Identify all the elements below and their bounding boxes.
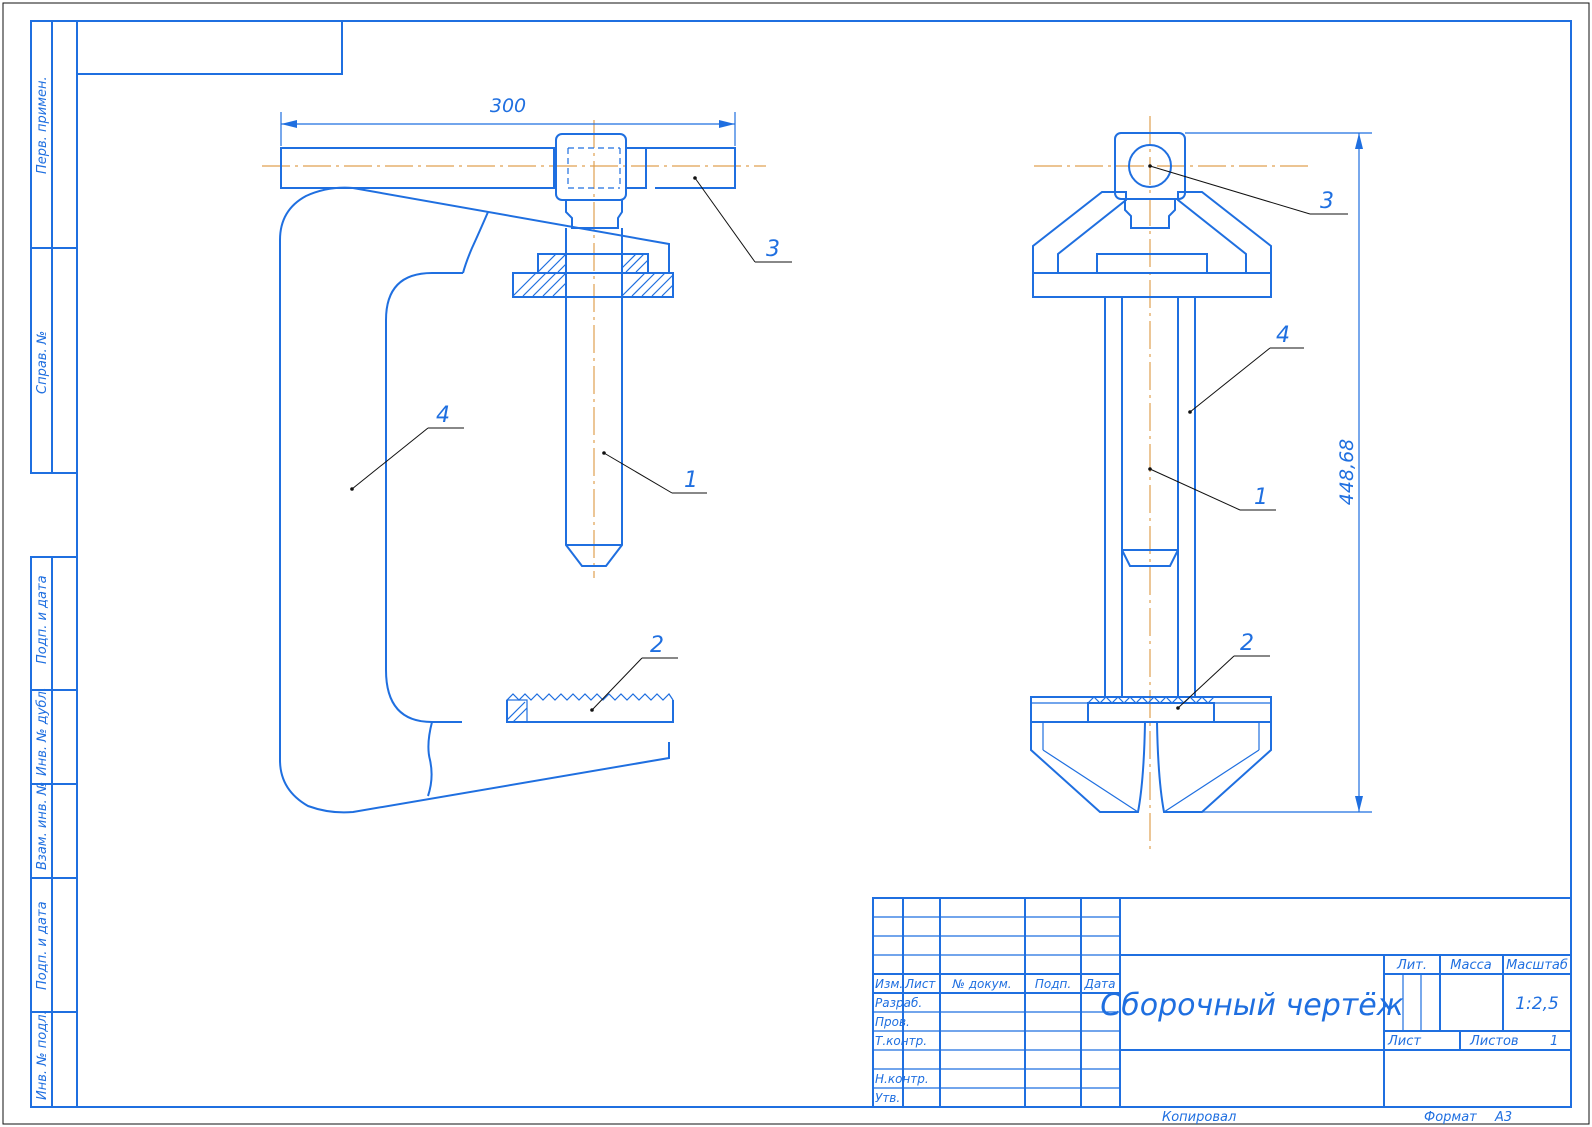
header-no-dokum: № докум. <box>951 977 1011 991</box>
front-screw-neck <box>1124 199 1176 229</box>
format-value: A3 <box>1494 1110 1512 1125</box>
screw-neck <box>565 200 623 229</box>
frame-break-bottom <box>427 721 433 797</box>
handle-rod-left <box>280 147 555 189</box>
lit-label: Лит. <box>1396 958 1427 973</box>
front-top-plate <box>1032 272 1272 298</box>
nut-hatching <box>512 253 674 297</box>
front-callout-2: 2 <box>1176 631 1270 710</box>
svg-text:4: 4 <box>1276 323 1290 348</box>
role-nkontr: Н.контр. <box>875 1072 929 1086</box>
front-view: 448,68 3 4 1 2 <box>1030 116 1372 854</box>
sheets-count: 1 <box>1550 1034 1558 1049</box>
anvil-teeth <box>506 693 674 701</box>
dimension-448-label: 448,68 <box>1336 439 1358 505</box>
front-top-rib-right <box>1177 191 1272 273</box>
front-screw-tip <box>1121 549 1179 567</box>
svg-text:3: 3 <box>766 237 780 262</box>
header-list: Лист <box>904 977 936 991</box>
side-callout-3: 3 <box>693 176 792 263</box>
frame-break-top <box>462 211 489 274</box>
header-podp: Подп. <box>1035 977 1071 991</box>
svg-text:2: 2 <box>1240 631 1254 656</box>
nut-plate <box>512 272 674 298</box>
front-callout-1: 1 <box>1148 467 1276 511</box>
podp-i-data-label-1: Подп. и дата <box>35 575 50 664</box>
header-izm: Изм. <box>875 977 903 991</box>
front-callout-4: 4 <box>1188 323 1304 414</box>
header-data: Дата <box>1083 977 1115 991</box>
svg-text:1: 1 <box>684 468 698 493</box>
handle-hole <box>1128 144 1172 188</box>
front-anvil-teeth <box>1087 696 1215 704</box>
role-razrab: Разраб. <box>875 996 922 1010</box>
frame-body-outline <box>279 186 670 814</box>
vzam-inv-no-label: Взам. инв. № <box>35 782 50 870</box>
sheet-label: Лист <box>1387 1034 1421 1049</box>
side-callout-4: 4 <box>350 403 464 491</box>
title-block: Изм. Лист № докум. Подп. Дата Разраб. Пр… <box>872 897 1572 1108</box>
screw-head <box>555 133 627 201</box>
svg-text:3: 3 <box>1320 189 1334 214</box>
left-stamp: Перв. примен. Справ. № Подп. и дата Инв.… <box>30 20 78 1108</box>
side-view: 300 3 4 1 2 <box>262 95 792 814</box>
front-anvil <box>1087 702 1215 723</box>
role-tkontr: Т.контр. <box>875 1034 927 1048</box>
kopiroval-label: Копировал <box>1162 1110 1236 1125</box>
front-screw-head <box>1114 132 1186 200</box>
screw-body <box>565 228 623 567</box>
anvil-section <box>506 699 528 723</box>
drawing-title: Сборочный чертёж <box>1100 988 1403 1023</box>
front-bottom-jaw-right <box>1156 721 1272 813</box>
svg-text:2: 2 <box>650 633 664 658</box>
front-bottom-jaw-left <box>1030 721 1146 813</box>
sheets-label: Листов <box>1469 1034 1519 1049</box>
front-top-rib-left <box>1032 191 1127 273</box>
anvil-plate <box>506 700 674 723</box>
role-prov: Пров. <box>875 1015 910 1029</box>
nut-collar <box>537 253 649 274</box>
scale-value: 1:2,5 <box>1515 994 1559 1014</box>
screw-head-bushing <box>625 147 647 189</box>
perv-primen-label: Перв. примен. <box>35 76 50 174</box>
top-left-box <box>76 20 343 75</box>
dimension-300-label: 300 <box>490 95 526 117</box>
handle-rod-right <box>646 147 736 189</box>
massa-label: Масса <box>1450 958 1491 973</box>
svg-text:1: 1 <box>1254 485 1268 510</box>
format-label: Формат <box>1424 1110 1477 1125</box>
drawing-frame <box>76 20 1572 1108</box>
front-callout-3: 3 <box>1148 164 1348 215</box>
role-utv: Утв. <box>875 1091 900 1105</box>
svg-text:4: 4 <box>436 403 450 428</box>
side-callout-1: 1 <box>602 451 707 494</box>
masshtab-label: Масштаб <box>1506 958 1568 973</box>
sprav-no-label: Справ. № <box>35 331 50 394</box>
inv-no-dubl-label: Инв. № дубл. <box>35 687 50 776</box>
side-callout-2: 2 <box>590 633 678 712</box>
front-nut-collar <box>1096 253 1208 274</box>
podp-i-data-label-2: Подп. и дата <box>35 901 50 990</box>
inv-no-podl-label: Инв. № подл. <box>35 1010 50 1100</box>
